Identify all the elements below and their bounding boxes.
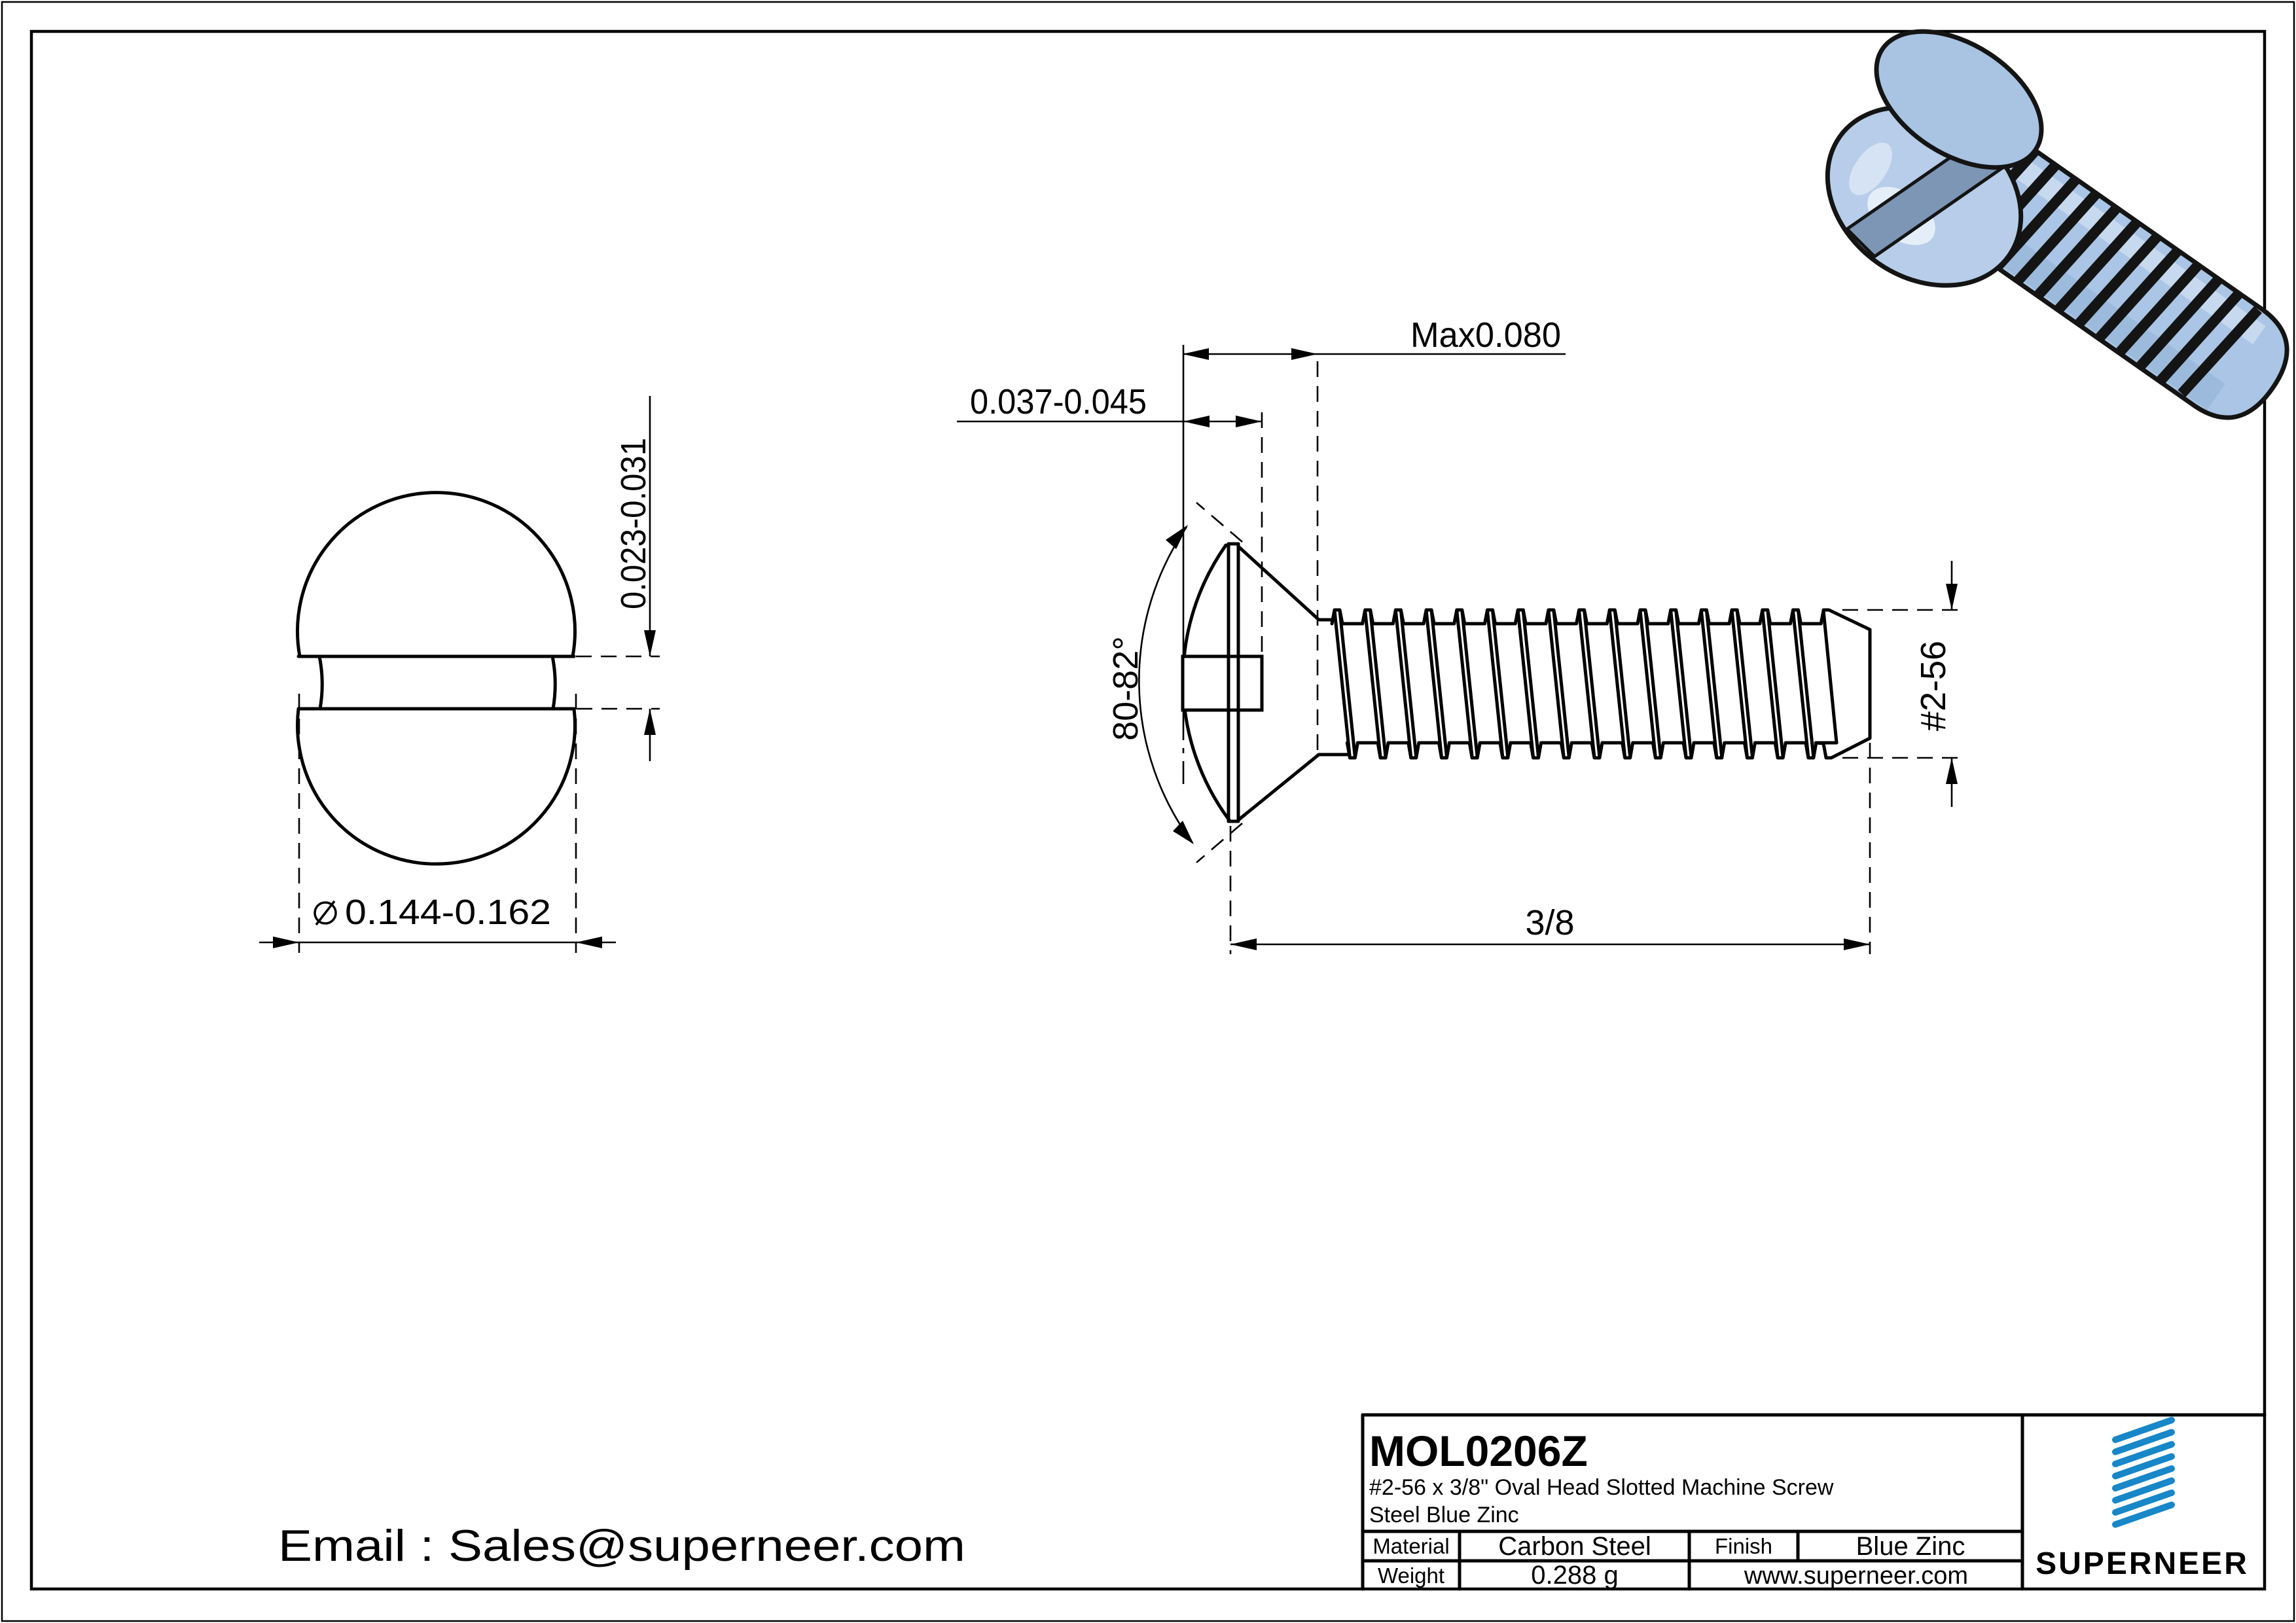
cone-top [1236, 544, 1321, 622]
finish-value: Blue Zinc [1856, 1532, 1965, 1561]
arrowhead [1946, 758, 1958, 784]
arrowhead [1236, 416, 1262, 427]
arrowhead [1183, 416, 1210, 427]
dim-head-angle: 80-82° [1106, 502, 1243, 863]
material-value: Carbon Steel [1498, 1532, 1651, 1561]
dim-slot-depth-label: 0.037-0.045 [970, 382, 1147, 421]
arrowhead [1844, 938, 1870, 950]
part-number: MOL0206Z [1369, 1427, 1588, 1475]
dim-head-angle-label: 80-82° [1106, 636, 1145, 741]
head-bottom-arc [296, 707, 577, 866]
slot-bottom-rect [1181, 654, 1264, 712]
dim-slot-depth: 0.037-0.045 [957, 382, 1263, 656]
screw-3d-render [1825, 29, 2289, 420]
superneer-logo: SUPERNEER [2036, 1417, 2249, 1581]
thread-stripes [1952, 147, 2262, 397]
head-highlight-2 [1849, 142, 1892, 196]
part-finish-note: Steel Blue Zinc [1369, 1503, 1519, 1527]
dim-head-diameter-label: 0.144-0.162 [345, 893, 551, 932]
dim-thread-size: #2-56 [1842, 561, 1964, 807]
dim-head-height-label: Max0.080 [1410, 315, 1561, 355]
website-link[interactable]: www.superneer.com [1744, 1562, 1968, 1590]
slot-left-arc [317, 654, 324, 711]
slot-right-arc [550, 654, 557, 711]
front-view [296, 491, 577, 866]
dim-head-height: Max0.080 [1183, 315, 1566, 753]
arrowhead [1291, 348, 1318, 360]
arrowhead [1166, 525, 1188, 549]
arrowhead [1183, 348, 1209, 360]
email-text: Email : Sales@superneer.com [278, 1521, 965, 1571]
finish-label: Finish [1715, 1534, 1772, 1558]
head-upper-lobe [1874, 29, 2044, 170]
cone-bottom [1236, 753, 1321, 822]
brand-name: SUPERNEER [2036, 1546, 2249, 1581]
thread-end-chamfer [1814, 608, 1872, 760]
dim-head-diameter: 0.144-0.162 [259, 694, 616, 953]
side-view [1181, 345, 1872, 823]
dim-slot-width-label: 0.023-0.031 [614, 438, 653, 609]
diameter-symbol-icon [314, 900, 337, 926]
arrowhead [273, 936, 299, 948]
arrowhead [1230, 938, 1257, 950]
arrowhead [576, 936, 602, 948]
dim-slot-width: 0.023-0.031 [576, 396, 660, 761]
part-description: #2-56 x 3/8" Oval Head Slotted Machine S… [1369, 1475, 1834, 1500]
thread-profile [1332, 608, 1872, 760]
title-block: MOL0206Z #2-56 x 3/8" Oval Head Slotted … [1361, 1413, 2267, 1591]
dim-length-label: 3/8 [1525, 903, 1574, 942]
material-label: Material [1372, 1534, 1449, 1558]
arrowhead [644, 709, 656, 735]
arrowhead [1173, 821, 1194, 844]
weight-value: 0.288 g [1531, 1561, 1618, 1590]
dim-length: 3/8 [1229, 743, 1871, 954]
dim-thread-size-label: #2-56 [1914, 641, 1953, 731]
weight-label: Weight [1378, 1563, 1444, 1588]
head-top-arc [296, 491, 577, 658]
arrowhead [1946, 584, 1958, 610]
superneer-logo-icon [2112, 1417, 2175, 1528]
page-border-inner [29, 29, 2267, 1591]
arrowhead [644, 630, 656, 656]
